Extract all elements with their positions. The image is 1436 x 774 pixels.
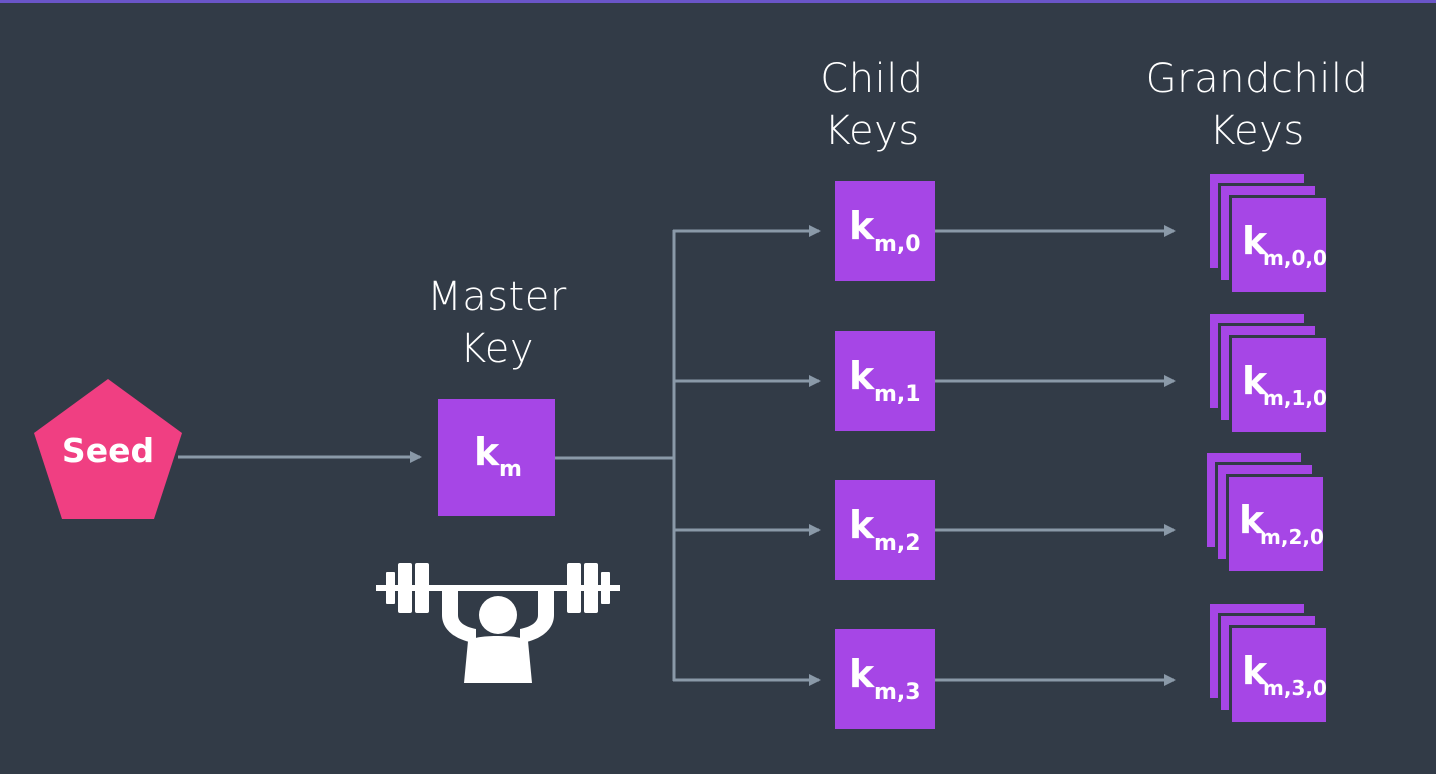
key-subscript: m,3,0 bbox=[1263, 676, 1327, 700]
key-subscript: m,0,0 bbox=[1263, 246, 1327, 270]
seed-label: Seed bbox=[61, 431, 155, 470]
grandchild-key-box: k m,0,0 bbox=[1229, 195, 1329, 295]
grandchild-key-box: k m,3,0 bbox=[1229, 625, 1329, 725]
key-subscript: m,1 bbox=[874, 382, 921, 407]
grandchild-key-box: k m,1,0 bbox=[1229, 335, 1329, 435]
master-key-heading: Master Key bbox=[427, 274, 567, 372]
key-letter: k bbox=[849, 354, 875, 398]
child-key-box: k m,3 bbox=[835, 629, 935, 729]
key-letter: k bbox=[1242, 219, 1268, 263]
grandchild-keys-heading: Grandchild Keys bbox=[1145, 56, 1369, 154]
master-key-box: k m bbox=[438, 399, 555, 516]
child-key-box: k m,2 bbox=[835, 480, 935, 580]
child-keys-heading: Child Keys bbox=[820, 56, 924, 154]
key-subscript: m bbox=[499, 457, 522, 482]
weightlifter-icon bbox=[376, 563, 620, 683]
key-letter: k bbox=[1239, 498, 1265, 542]
key-subscript: m,0 bbox=[874, 232, 921, 257]
key-subscript: m,2,0 bbox=[1260, 525, 1324, 549]
connector-lines bbox=[178, 225, 1176, 686]
child-key-box: k m,1 bbox=[835, 331, 935, 431]
key-letter: k bbox=[849, 503, 875, 547]
grandchild-key-box: k m,2,0 bbox=[1226, 474, 1326, 574]
key-letter: k bbox=[849, 652, 875, 696]
key-letter: k bbox=[1242, 359, 1268, 403]
child-key-box: k m,0 bbox=[835, 181, 935, 281]
key-letter: k bbox=[474, 430, 500, 474]
key-subscript: m,3 bbox=[874, 680, 921, 705]
key-subscript: m,1,0 bbox=[1263, 386, 1327, 410]
key-subscript: m,2 bbox=[874, 531, 921, 556]
seed-pentagon bbox=[34, 379, 182, 519]
key-letter: k bbox=[849, 204, 875, 248]
key-letter: k bbox=[1242, 649, 1268, 693]
